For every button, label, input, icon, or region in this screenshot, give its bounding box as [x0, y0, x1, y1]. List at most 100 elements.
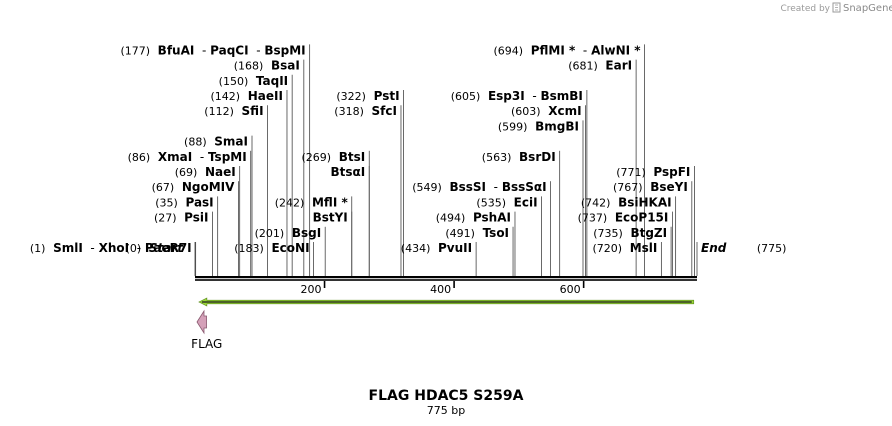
cut-site-label[interactable]: (720) MslI	[592, 241, 657, 255]
enzyme-name: PvuII	[438, 241, 472, 255]
enzyme-name: BtgZI	[630, 226, 667, 240]
cut-site-label[interactable]: (112) SfiI	[204, 104, 263, 118]
cut-site-labels: (1) SmlI - XhoI - PaeR7I (27) PsiI (35) Pa…	[30, 43, 691, 255]
enzyme-name: EcoNI	[271, 241, 309, 255]
cut-site-label[interactable]: (735) BtgZI	[593, 226, 667, 240]
cut-site-label[interactable]: (318) SfcI	[334, 104, 397, 118]
enzyme-name: PaeR7I	[145, 241, 192, 255]
cut-site-label[interactable]: (322) PstI	[336, 89, 399, 103]
enzyme-name: XcmI	[548, 104, 581, 118]
cut-site-label[interactable]: (35) PasI	[155, 195, 213, 209]
cut-site-position: (67)	[152, 181, 175, 194]
cut-site-position: (735)	[593, 227, 623, 240]
feature-flag-label: FLAG	[191, 337, 222, 351]
cut-site-position: (771)	[616, 166, 646, 179]
cut-site-position: (603)	[511, 105, 541, 118]
cut-site-label[interactable]: (69) NaeI	[175, 165, 236, 179]
branding: Created by SnapGene	[780, 2, 892, 14]
scale-tick-label: 400	[430, 283, 451, 296]
cut-site-label[interactable]: (771) PspFI	[616, 165, 690, 179]
cut-site-label[interactable]: (142) HaeII	[211, 89, 283, 103]
map-title: FLAG HDAC5 S259A	[369, 388, 524, 404]
enzyme-name: BsmBI	[540, 89, 582, 103]
cut-site-label[interactable]: (491) TsoI	[445, 226, 509, 240]
cut-site-position: (681)	[568, 60, 598, 73]
cut-site-label[interactable]: BstYI	[313, 211, 348, 225]
cut-site-label[interactable]: (494) PshAI	[436, 211, 511, 225]
cut-site-label[interactable]: (767) BseYI	[613, 180, 688, 194]
cut-site-position: (720)	[592, 242, 622, 255]
end-name: End	[701, 241, 727, 255]
cut-site-label[interactable]: (694) PflMI * - AlwNI *	[494, 43, 642, 57]
enzyme-name: BtsI	[339, 150, 366, 164]
cut-site-label[interactable]: (27) PsiI	[154, 211, 209, 225]
cut-site-position: (269)	[302, 151, 332, 164]
cut-site-label[interactable]: (168) BsaI	[234, 59, 300, 73]
enzyme-name: EciI	[514, 195, 538, 209]
cut-site-label[interactable]: (742) BsiHKAI	[581, 195, 672, 209]
cut-site-position: (494)	[436, 212, 466, 225]
enzyme-name: BseYI	[650, 180, 688, 194]
cut-site-position: (177)	[120, 44, 150, 57]
cut-site-label[interactable]: (599) BmgBI	[498, 119, 579, 133]
enzyme-name: EarI	[605, 59, 632, 73]
end-label: End (775)	[701, 241, 786, 255]
cut-site-label[interactable]: (67) NgoMIV	[152, 180, 236, 194]
sequence-backbone	[195, 276, 697, 281]
cut-site-label[interactable]: (563) BsrDI	[482, 150, 556, 164]
feature-track[interactable]: FLAG	[191, 309, 222, 351]
created-by-text: Created by	[780, 4, 830, 14]
cut-site-label[interactable]: (201) BsgI	[255, 226, 322, 240]
cut-site-lines	[195, 44, 695, 276]
cut-site-label[interactable]: (150) TaqII	[219, 74, 289, 88]
cut-site-label[interactable]: (605) Esp3I - BsmBI	[451, 89, 583, 103]
cut-site-position: (112)	[204, 105, 234, 118]
cut-site-position: (767)	[613, 181, 643, 194]
enzyme-name: BfuAI	[158, 43, 195, 57]
cut-site-label[interactable]: (1) SmlI - XhoI - PaeR7I	[30, 241, 192, 255]
cut-site-position: (35)	[155, 196, 178, 209]
cut-site-position: (142)	[211, 90, 241, 103]
enzyme-name: PflMI *	[531, 43, 576, 57]
cut-site-label[interactable]: (88) SmaI	[184, 135, 248, 149]
cut-site-position: (535)	[476, 196, 506, 209]
cut-site-label[interactable]: (603) XcmI	[511, 104, 582, 118]
enzyme-name: PspFI	[653, 165, 690, 179]
cut-site-position: (86)	[128, 151, 151, 164]
enzyme-name: BssSαI	[502, 180, 547, 194]
cut-site-label[interactable]: (242) MflI *	[275, 195, 349, 209]
cut-site-position: (694)	[494, 44, 524, 57]
cut-site-label[interactable]: BtsαI	[331, 165, 366, 179]
enzyme-name: HaeII	[248, 89, 283, 103]
cut-site-position: (27)	[154, 212, 177, 225]
scale-tick-label: 600	[560, 283, 581, 296]
cut-site-position: (599)	[498, 120, 528, 133]
cut-site-label[interactable]: (177) BfuAI - PaqCI - BspMI	[120, 43, 305, 57]
cut-site-position: (88)	[184, 136, 207, 149]
cut-site-label[interactable]: (535) EciI	[476, 195, 537, 209]
backbone-bottom-strand	[195, 279, 697, 281]
cut-site-label[interactable]: (183) EcoNI	[234, 241, 309, 255]
enzyme-name: MflI *	[312, 195, 348, 209]
enzyme-name: BssSI	[449, 180, 486, 194]
cut-site-label[interactable]: (549) BssSI - BssSαI	[412, 180, 546, 194]
cut-site-label[interactable]: (434) PvuII	[401, 241, 472, 255]
cut-site-position: (1)	[30, 242, 46, 255]
cut-site-position: (318)	[334, 105, 364, 118]
cut-site-label[interactable]: (737) EcoP15I	[578, 211, 669, 225]
enzyme-name: SmlI	[53, 241, 83, 255]
cut-site-label[interactable]: (681) EarI	[568, 59, 632, 73]
orf-track[interactable]	[198, 297, 695, 307]
cut-site-label[interactable]: (86) XmaI - TspMI	[128, 150, 247, 164]
cut-site-position: (183)	[234, 242, 264, 255]
start-position: (0)	[126, 242, 142, 255]
cut-site-position: (201)	[255, 227, 285, 240]
cut-site-position: (605)	[451, 90, 481, 103]
cut-site-label[interactable]: (269) BtsI	[302, 150, 366, 164]
enzyme-name: BsiHKAI	[618, 195, 672, 209]
snapgene-brand: SnapGene	[843, 3, 892, 14]
scale-tick-label: 200	[301, 283, 322, 296]
feature-flag-arrow[interactable]	[196, 309, 207, 335]
enzyme-name: BsrDI	[519, 150, 556, 164]
